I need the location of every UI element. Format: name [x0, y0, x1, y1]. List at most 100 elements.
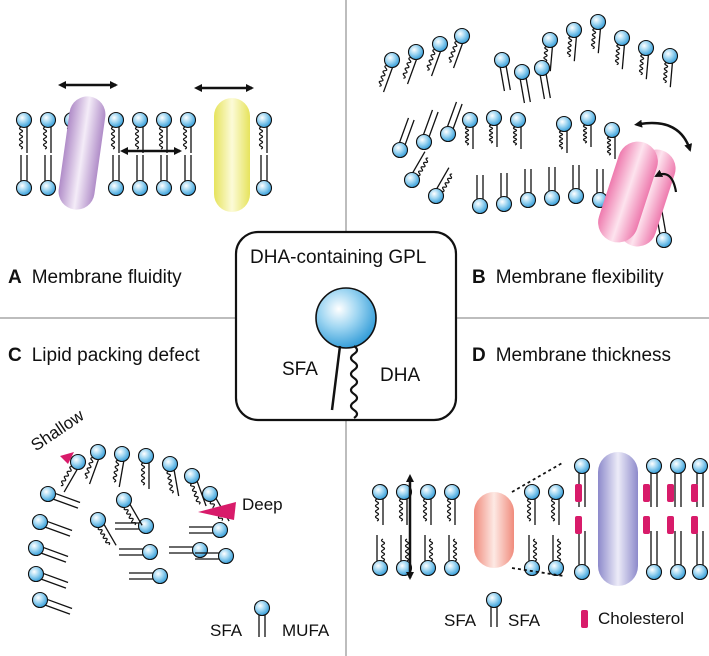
- phospholipid: [84, 443, 107, 485]
- dha-headgroup-icon: [315, 287, 377, 349]
- phospholipid: [115, 517, 155, 535]
- phospholipid: [131, 111, 149, 153]
- phospholipid: [419, 483, 437, 525]
- phospholipid: [443, 535, 461, 577]
- panel-d-graphics: [406, 452, 698, 628]
- panel-b-graphics: [598, 119, 693, 247]
- lipid-headgroup-icon: [485, 109, 503, 127]
- center-dha-label: DHA: [380, 365, 421, 386]
- lipid-headgroup-icon: [669, 457, 687, 475]
- phospholipid: [495, 173, 513, 213]
- lipid-headgroup-icon: [89, 511, 107, 529]
- phospholipid: [371, 483, 389, 525]
- lipid-headgroup-icon: [493, 51, 511, 69]
- lipid-headgroup-icon: [613, 29, 631, 47]
- lipid-headgroup-icon: [589, 13, 607, 31]
- dha-chain: [349, 345, 359, 419]
- lipid-headgroup-icon: [523, 559, 541, 577]
- c-mufa-label: MUFA: [282, 621, 330, 640]
- lipid-headgroup-icon: [137, 517, 155, 535]
- lipid-headgroup-icon: [645, 457, 663, 475]
- phospholipid: [523, 483, 541, 525]
- phospholipid: [391, 117, 415, 159]
- lipid-headgroup-icon: [131, 111, 149, 129]
- lipid-headgroup-icon: [407, 43, 425, 61]
- lipid-headgroup-icon: [31, 591, 49, 609]
- phospholipid: [161, 455, 180, 497]
- phospholipid: [27, 565, 69, 589]
- lipid-headgroup-icon: [383, 51, 401, 69]
- lipid-headgroup-icon: [691, 563, 709, 581]
- phospholipid: [427, 167, 453, 205]
- rotation-arrow-2: [654, 169, 678, 193]
- lipid-headgroup-icon: [137, 447, 155, 465]
- lipid-headgroup-icon: [415, 133, 433, 151]
- lipid-headgroup-icon: [543, 189, 561, 207]
- phospholipid: [589, 13, 607, 54]
- phospholipid: [119, 543, 159, 561]
- center-title: DHA-containing GPL: [250, 247, 427, 268]
- lipid-headgroup-icon: [179, 111, 197, 129]
- phospholipid: [543, 167, 561, 207]
- lipid-headgroup-icon: [107, 111, 125, 129]
- lipid-headgroup-icon: [661, 47, 679, 65]
- phospholipid: [378, 51, 401, 93]
- deep-defect-wedge: [198, 502, 236, 520]
- phospholipid: [179, 155, 197, 197]
- lipid-headgroup-icon: [89, 443, 107, 461]
- phospholipid: [155, 111, 173, 153]
- lipid-headgroup-icon: [27, 539, 45, 557]
- sfa-chain: [330, 345, 342, 411]
- phospholipid: [513, 63, 531, 104]
- protein-lavender: [598, 452, 638, 586]
- lipid-headgroup-icon: [645, 563, 663, 581]
- lipid-headgroup-icon: [255, 179, 273, 197]
- phospholipid: [39, 155, 57, 197]
- lipid-headgroup-icon: [371, 483, 389, 501]
- lipid-headgroup-icon: [555, 115, 573, 133]
- phospholipid: [39, 111, 57, 153]
- lipid-headgroup-icon: [201, 485, 219, 503]
- lipid-headgroup-icon: [439, 125, 457, 143]
- phospholipid: [253, 599, 271, 637]
- cholesterol-mark: [667, 484, 674, 502]
- lipid-headgroup-icon: [179, 179, 197, 197]
- lipid-headgroup-icon: [547, 559, 565, 577]
- lipid-headgroup-icon: [453, 27, 471, 45]
- lipid-headgroup-icon: [461, 111, 479, 129]
- lipid-headgroup-icon: [155, 111, 173, 129]
- lipid-headgroup-icon: [691, 457, 709, 475]
- lipid-headgroup-icon: [533, 59, 551, 77]
- phospholipid: [60, 453, 87, 493]
- phospholipid: [567, 165, 585, 205]
- phospholipid: [255, 155, 273, 197]
- lipid-headgroup-icon: [115, 491, 133, 509]
- phospholipid: [637, 39, 655, 80]
- lipid-headgroup-icon: [39, 111, 57, 129]
- deep-label: Deep: [242, 495, 283, 514]
- phospholipid: [419, 535, 437, 577]
- phospholipid: [555, 115, 573, 153]
- lipid-headgroup-icon: [567, 187, 585, 205]
- panel-c-graphics: [60, 452, 236, 520]
- phospholipid: [27, 539, 69, 563]
- cholesterol-mark: [667, 516, 674, 534]
- cholesterol-marks: [575, 484, 698, 534]
- lipid-headgroup-icon: [107, 179, 125, 197]
- phospholipid: [461, 111, 479, 149]
- lipid-headgroup-icon: [39, 485, 57, 503]
- lipid-headgroup-icon: [211, 521, 229, 539]
- protein-pink-front: [598, 141, 658, 243]
- lipid-headgroup-icon: [113, 445, 131, 463]
- cholesterol-mark: [643, 516, 650, 534]
- lipid-headgroup-icon: [547, 483, 565, 501]
- lipid-headgroup-icon: [523, 483, 541, 501]
- protein-salmon: [474, 492, 514, 568]
- phospholipid: [573, 531, 591, 581]
- phospholipid: [137, 447, 155, 489]
- lipid-headgroup-icon: [217, 547, 235, 565]
- phospholipid: [39, 485, 81, 509]
